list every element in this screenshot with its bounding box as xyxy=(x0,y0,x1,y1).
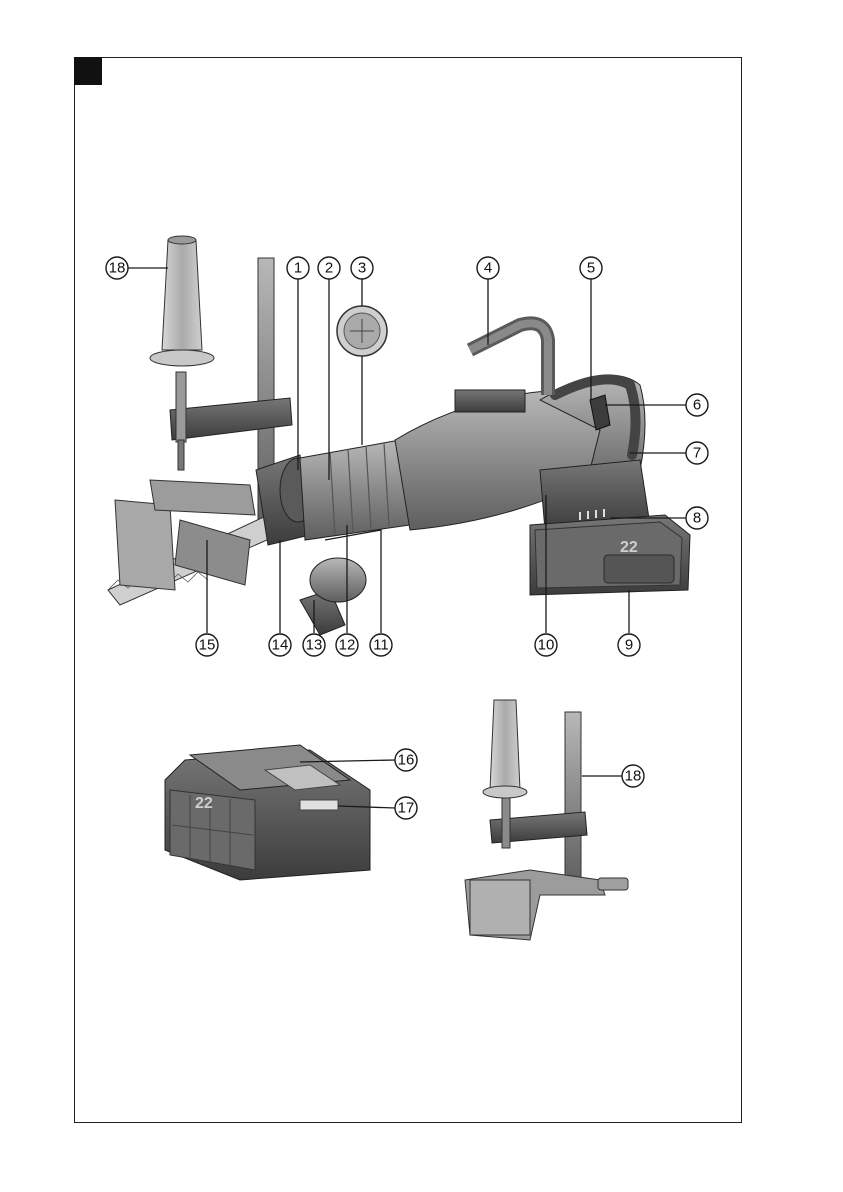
callout-14: 14 xyxy=(269,634,291,656)
svg-text:16: 16 xyxy=(398,752,415,769)
callout-18-bottom: 18 xyxy=(622,765,644,787)
svg-text:6: 6 xyxy=(693,397,701,414)
callout-9: 9 xyxy=(618,634,640,656)
blade-clamp-lever xyxy=(300,558,366,635)
callout-3: 3 xyxy=(351,257,373,279)
svg-text:2: 2 xyxy=(325,260,333,277)
svg-text:4: 4 xyxy=(484,260,492,277)
callout-13: 13 xyxy=(303,634,325,656)
clamp-stand-bottom xyxy=(465,700,628,940)
callout-7: 7 xyxy=(686,442,708,464)
callout-6: 6 xyxy=(686,394,708,416)
svg-text:7: 7 xyxy=(693,445,701,462)
svg-text:10: 10 xyxy=(538,637,555,654)
svg-text:8: 8 xyxy=(693,510,701,527)
battery-detail-capacity-text: 22 xyxy=(195,795,213,812)
callout-8: 8 xyxy=(686,507,708,529)
support-handle-top xyxy=(150,236,214,366)
callout-10: 10 xyxy=(535,634,557,656)
svg-text:15: 15 xyxy=(199,637,216,654)
svg-text:14: 14 xyxy=(272,637,289,654)
svg-text:5: 5 xyxy=(587,260,595,277)
svg-text:12: 12 xyxy=(339,637,356,654)
callout-11: 11 xyxy=(370,634,392,656)
callout-12: 12 xyxy=(336,634,358,656)
saw-body xyxy=(256,375,650,545)
svg-text:18: 18 xyxy=(109,260,126,277)
svg-text:9: 9 xyxy=(625,637,633,654)
svg-text:11: 11 xyxy=(373,637,389,654)
svg-text:18: 18 xyxy=(625,768,642,785)
callout-16: 16 xyxy=(395,749,417,771)
svg-text:13: 13 xyxy=(306,637,323,654)
callout-5: 5 xyxy=(580,257,602,279)
svg-text:1: 1 xyxy=(294,260,302,277)
battery-detail: 22 xyxy=(165,745,370,880)
svg-text:17: 17 xyxy=(398,800,415,817)
callout-18-top: 18 xyxy=(106,257,128,279)
water-level-window xyxy=(337,306,387,356)
callout-15: 15 xyxy=(196,634,218,656)
callout-4: 4 xyxy=(477,257,499,279)
battery-main: 22 xyxy=(530,515,690,595)
callout-1: 1 xyxy=(287,257,309,279)
battery-capacity-text: 22 xyxy=(620,539,638,556)
svg-text:3: 3 xyxy=(358,260,366,277)
callout-2: 2 xyxy=(318,257,340,279)
callout-17: 17 xyxy=(395,797,417,819)
